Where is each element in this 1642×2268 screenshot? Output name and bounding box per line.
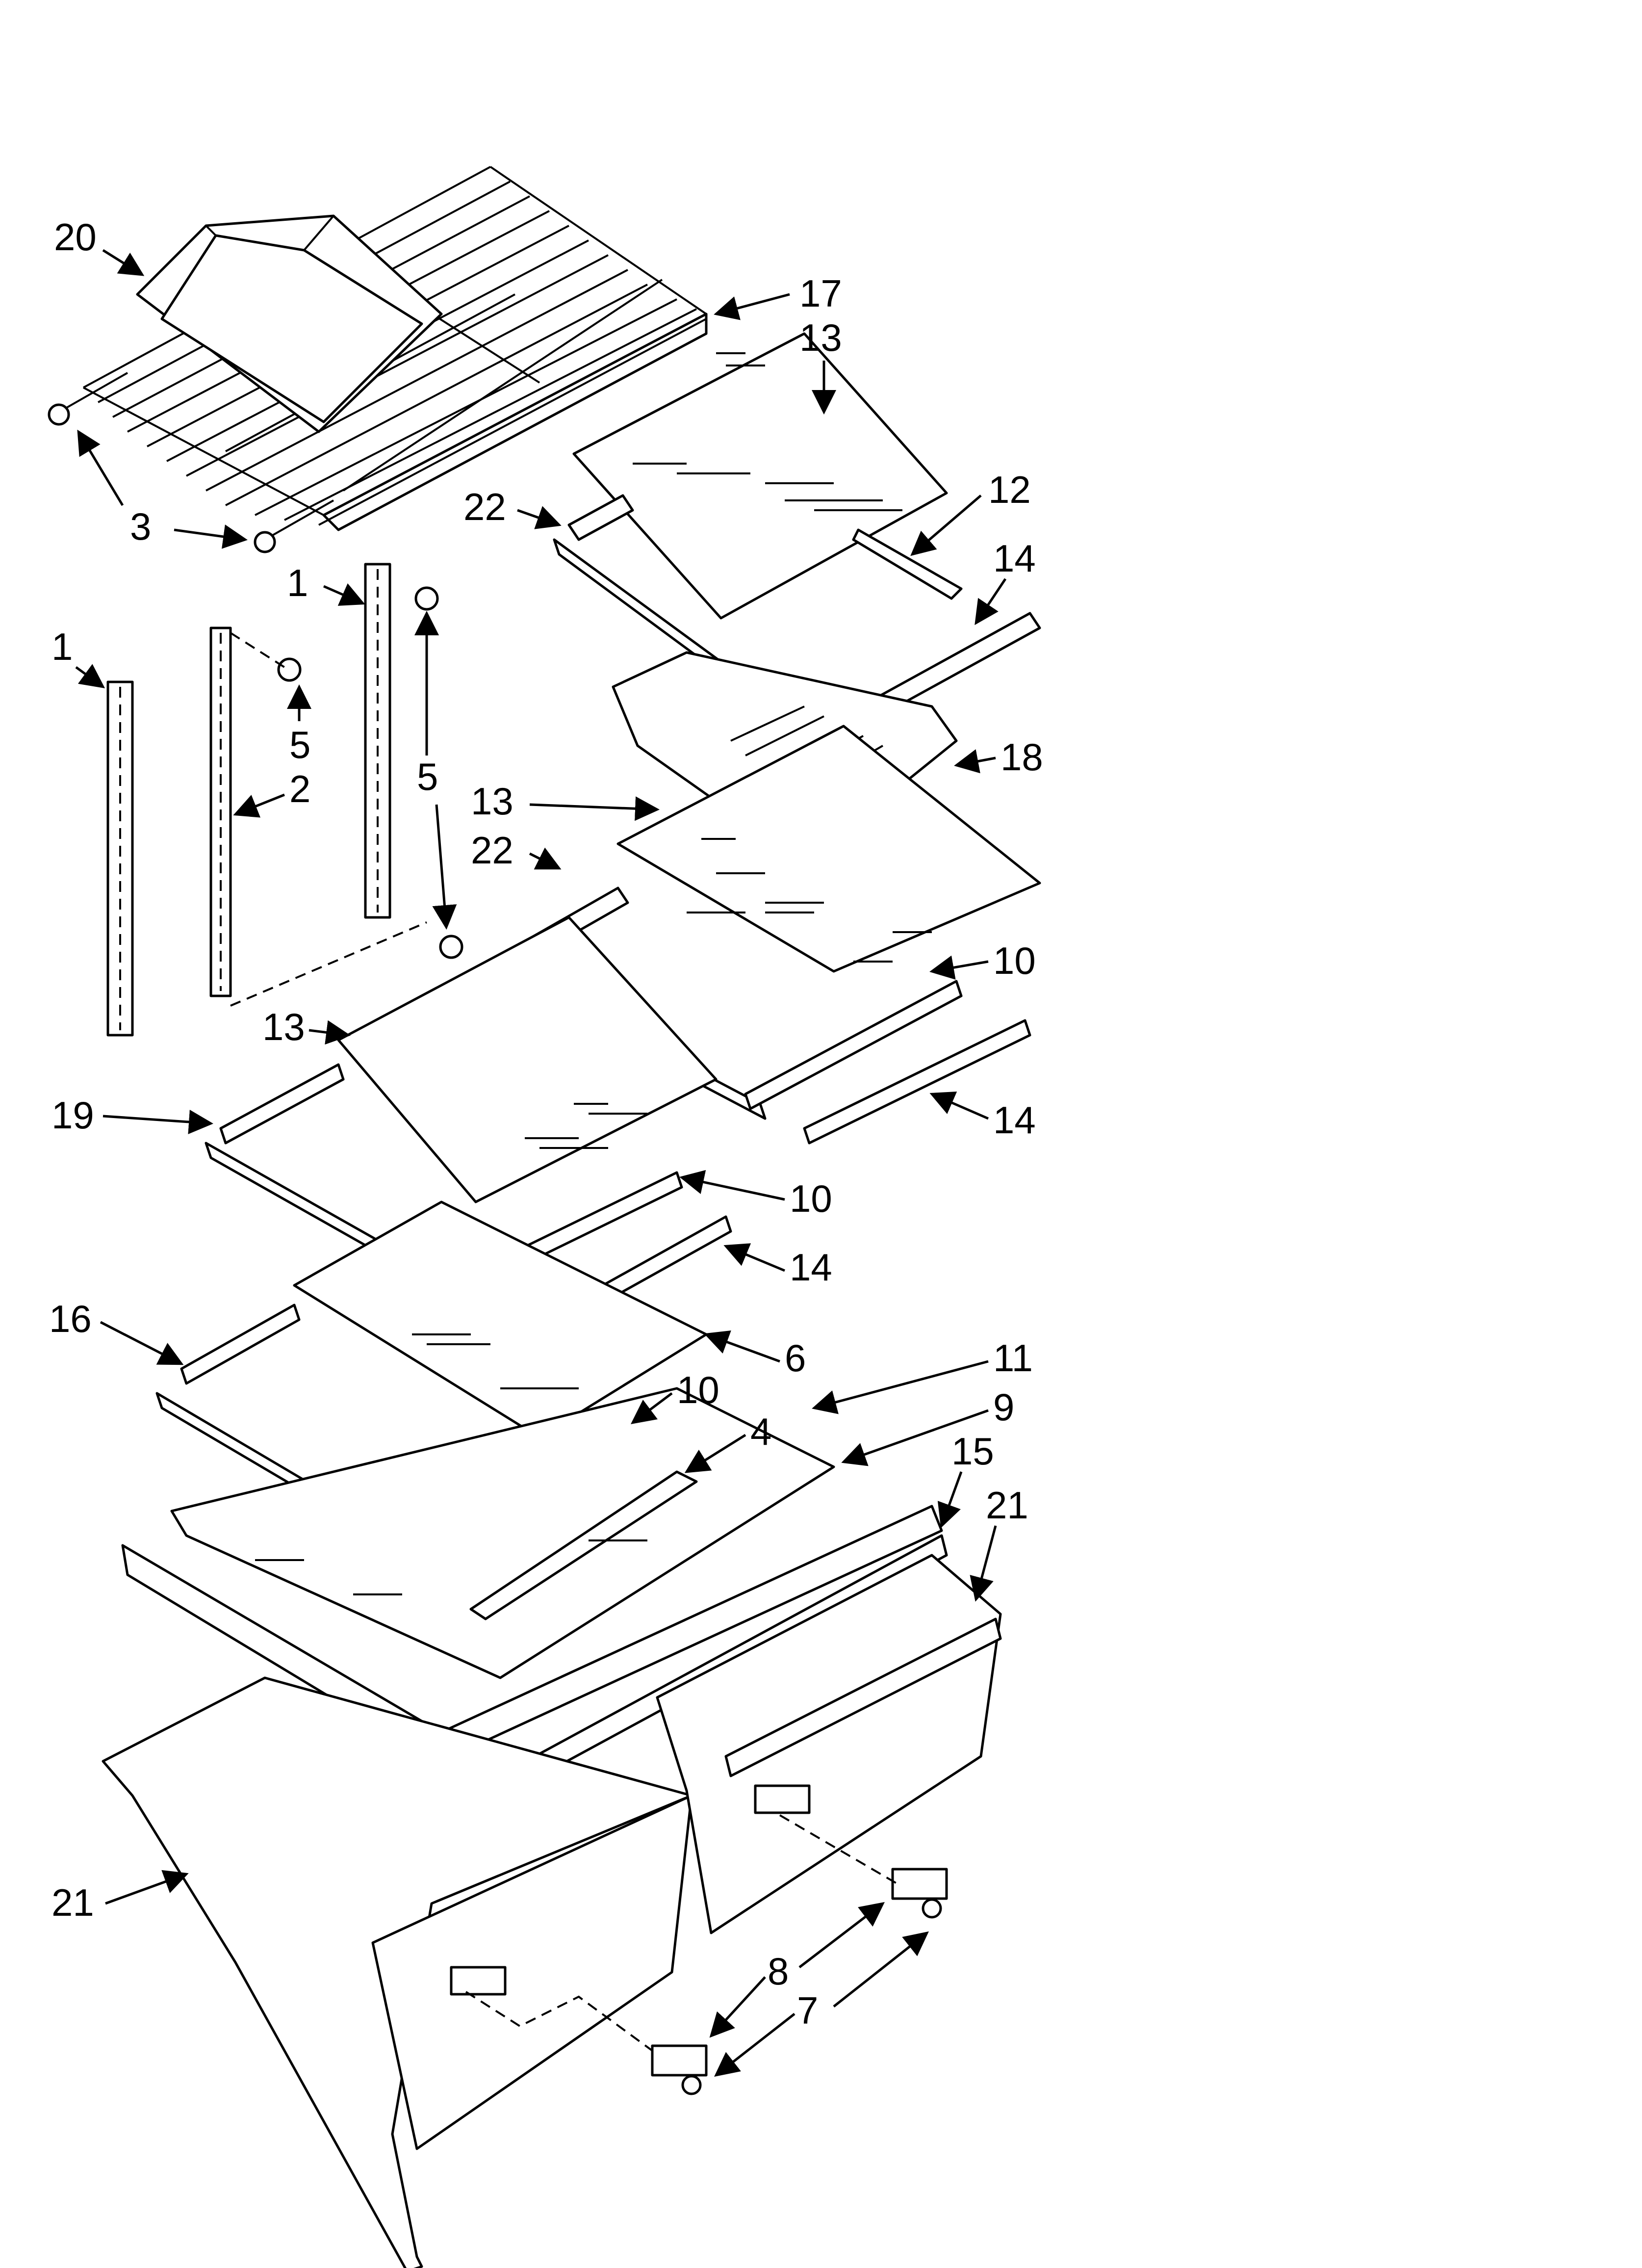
front-trim-mid: [803, 1019, 1031, 1145]
callout-2: 2: [289, 767, 310, 810]
callout-9: 9: [993, 1385, 1014, 1429]
callout-13: 13: [262, 1005, 305, 1048]
callout-labels: 20 17 13 3 22 12 1 14 1 5 2 5 18 13 22 1…: [49, 215, 1043, 2032]
callout-22: 22: [463, 485, 506, 528]
callout-12: 12: [988, 468, 1031, 511]
callout-21: 21: [51, 1881, 94, 1924]
crisper-drawer-right: [656, 1554, 1002, 1934]
drawer-stops: [465, 1814, 948, 2095]
callout-4: 4: [750, 1410, 771, 1453]
crisper-drawer-left: [102, 1676, 693, 2268]
callout-1: 1: [51, 625, 73, 668]
callout-1: 1: [287, 561, 308, 604]
callout-14: 14: [790, 1246, 832, 1289]
callout-6: 6: [785, 1336, 806, 1380]
callout-5: 5: [417, 755, 438, 798]
callout-17: 17: [799, 272, 842, 315]
callout-21: 21: [986, 1484, 1028, 1527]
callout-15: 15: [951, 1430, 994, 1473]
callout-14: 14: [993, 1098, 1036, 1142]
callout-14: 14: [993, 537, 1036, 580]
callout-3: 3: [130, 505, 151, 548]
callout-7: 7: [797, 1989, 818, 2032]
callout-10: 10: [993, 939, 1036, 982]
callout-22: 22: [471, 829, 513, 872]
callout-11: 11: [993, 1336, 1033, 1380]
shelf-rails: [106, 563, 391, 1037]
callout-20: 20: [54, 215, 97, 259]
callout-13: 13: [471, 780, 513, 823]
leader-arrows: [75, 249, 1007, 2077]
utility-bin: [136, 214, 443, 433]
upper-glass-shelf: [553, 332, 963, 708]
callout-16: 16: [49, 1297, 92, 1340]
callout-13: 13: [799, 316, 842, 359]
wire-shelf: [48, 166, 708, 553]
callout-19: 19: [51, 1094, 94, 1137]
rail-screws: [230, 586, 463, 1007]
callout-5: 5: [289, 723, 310, 766]
callout-10: 10: [790, 1177, 832, 1220]
callout-18: 18: [1001, 735, 1043, 779]
callout-8: 8: [768, 1950, 789, 1993]
callout-10: 10: [677, 1368, 719, 1411]
